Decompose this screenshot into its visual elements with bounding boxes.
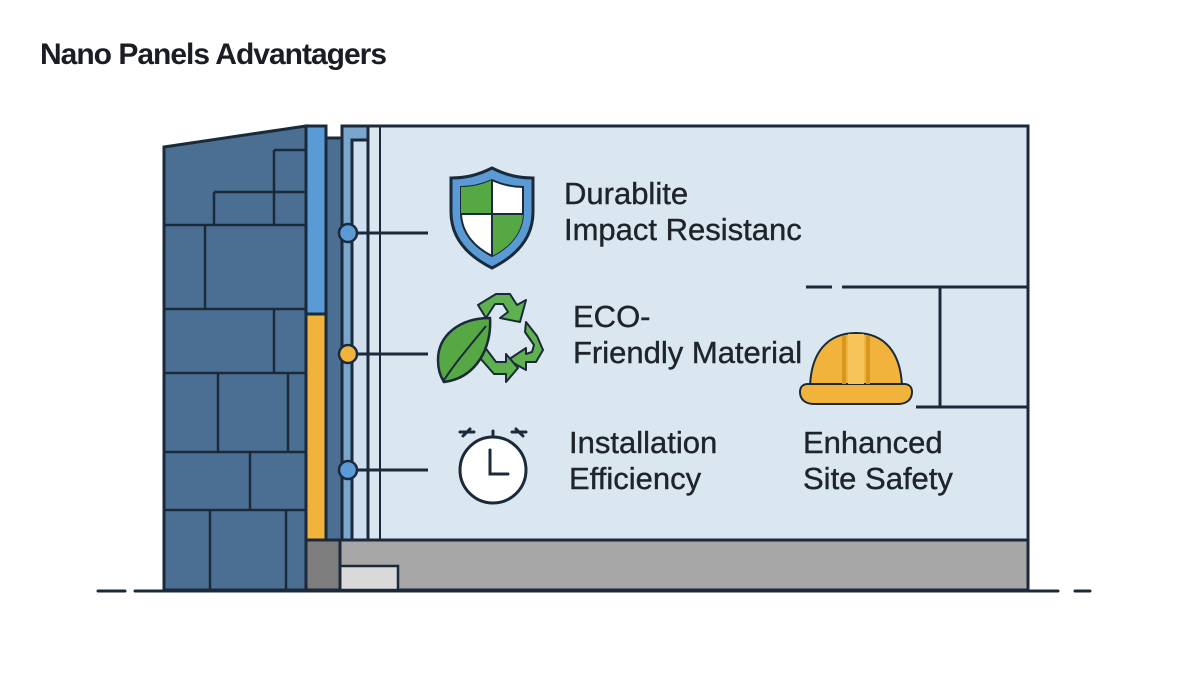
insulation-strip (304, 124, 328, 542)
feature-eco-line1: ECO- (573, 299, 651, 334)
frame-detail (806, 285, 1028, 409)
feature-safety-line1: Enhanced (803, 425, 943, 460)
connector-install (337, 459, 428, 481)
feature-safety-label: Enhanced Site Safety (803, 425, 953, 497)
feature-install-line2: Efficiency (569, 461, 702, 496)
feature-durable-line1: Durablite (564, 176, 689, 211)
feature-durable-label: Durablite Impact Resistanc (564, 176, 802, 248)
feature-eco-line2: Friendly Material (573, 335, 803, 370)
feature-safety-line2: Site Safety (803, 461, 953, 496)
base-slab (304, 538, 1030, 592)
hard-hat-icon (798, 331, 914, 405)
feature-install-label: Installation Efficiency (569, 425, 718, 497)
feature-install-line1: Installation (569, 425, 718, 460)
recycle-leaf-icon (436, 293, 544, 384)
feature-durable-line2: Impact Resistanc (564, 212, 802, 247)
connector-eco (337, 343, 428, 365)
feature-eco-label: ECO- Friendly Material (573, 299, 803, 371)
brick-wall (162, 124, 308, 592)
page-title: Nano Panels Advantagers (40, 38, 387, 71)
connector-dot (337, 222, 359, 244)
connector-durable (337, 222, 428, 244)
connector-dot (337, 459, 359, 481)
shield-icon (449, 166, 535, 270)
connector-dot (337, 343, 359, 365)
stopwatch-icon (458, 427, 528, 505)
